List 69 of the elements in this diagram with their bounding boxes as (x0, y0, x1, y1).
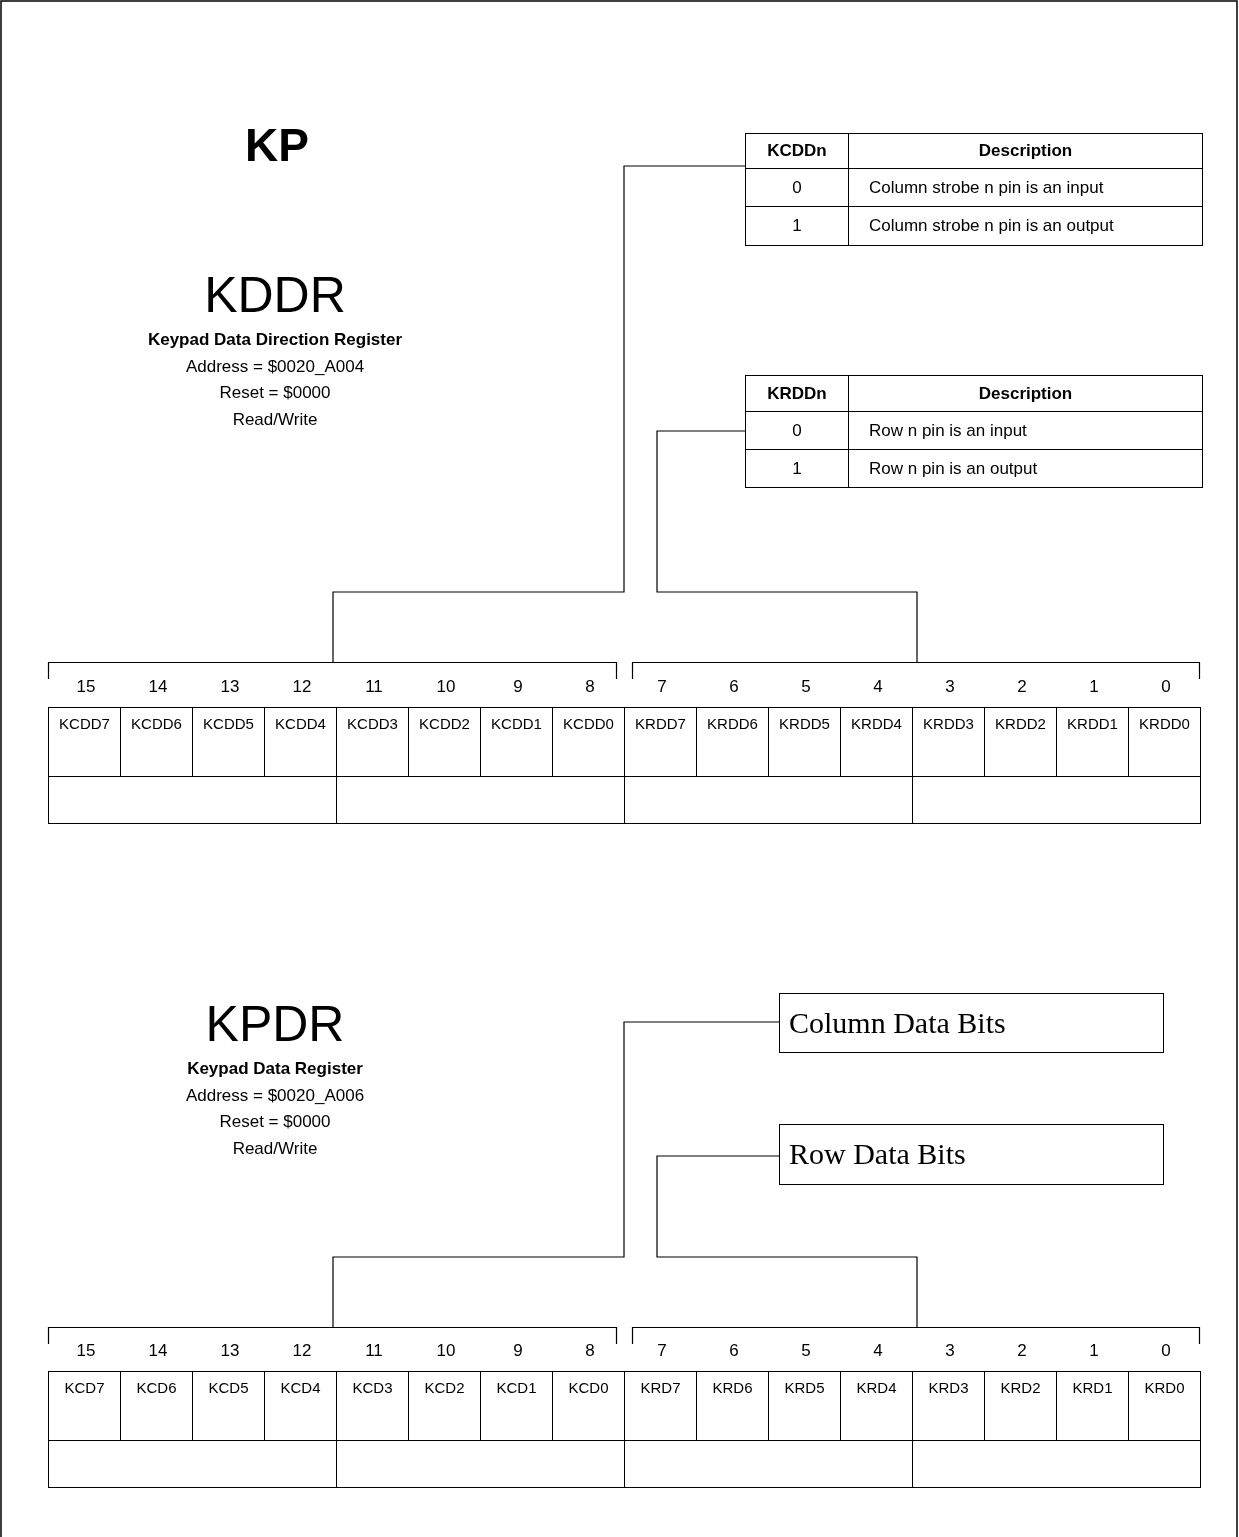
bit-number: 3 (945, 1341, 955, 1361)
callout-box (779, 1124, 1164, 1185)
bit-number: 3 (945, 677, 955, 697)
bit-number: 2 (1017, 677, 1027, 697)
bit-number: 1 (1089, 677, 1099, 697)
bit-number: 8 (585, 677, 595, 697)
bit-number: 0 (1161, 1341, 1171, 1361)
bit-number: 12 (292, 1341, 312, 1361)
register-description: Keypad Data Register (187, 1059, 363, 1079)
bit-number: 5 (801, 1341, 811, 1361)
reset-value: Reset = $0000 (219, 383, 331, 403)
bit-number: 9 (513, 1341, 523, 1361)
connector-line (656, 430, 918, 663)
register-address: Address = $0020_A006 (185, 1086, 365, 1106)
connector-line (332, 165, 746, 663)
page-title: KP (245, 118, 309, 172)
register-byte-group (48, 662, 625, 824)
callout-text: Column Data Bits (789, 1006, 1006, 1039)
callout-box (779, 993, 1164, 1053)
bit-number: 4 (873, 1341, 883, 1361)
register-byte-group (48, 1327, 625, 1489)
bit-number: 11 (365, 677, 383, 697)
bit-number: 10 (436, 677, 456, 697)
bit-number: 15 (76, 677, 96, 697)
column-header: Description (848, 133, 1203, 169)
bit-number: 7 (657, 1341, 667, 1361)
bit-number: 7 (657, 677, 667, 697)
value-description: Row n pin is an output (848, 449, 1203, 488)
value-description: Column strobe n pin is an output (848, 206, 1203, 246)
bit-number: 10 (436, 1341, 456, 1361)
callout-text: Row Data Bits (789, 1137, 966, 1170)
bit-field: KRD0 (1128, 1371, 1201, 1441)
access-type: Read/Write (232, 410, 318, 430)
access-type: Read/Write (232, 1139, 318, 1159)
connector-line (656, 1155, 918, 1328)
bit-field: KCDD7 (48, 707, 121, 777)
bit-number: 15 (76, 1341, 96, 1361)
bit-number: 6 (729, 677, 739, 697)
register-description: Keypad Data Direction Register (147, 330, 403, 350)
bit-number: 14 (148, 677, 168, 697)
bit-number: 2 (1017, 1341, 1027, 1361)
bit-number: 11 (365, 1341, 383, 1361)
bit-number: 8 (585, 1341, 595, 1361)
register-name: KDDR (204, 266, 346, 324)
column-header: Description (848, 375, 1203, 412)
bit-number: 4 (873, 677, 883, 697)
connector-line (332, 1021, 780, 1328)
bit-value: 1 (745, 206, 849, 246)
column-header: KCDDn (745, 133, 849, 169)
bit-description-table (745, 375, 1201, 487)
column-header: KRDDn (745, 375, 849, 412)
bit-value: 1 (745, 449, 849, 488)
bit-number: 0 (1161, 677, 1171, 697)
register-name: KPDR (205, 995, 345, 1053)
bit-number: 12 (292, 677, 312, 697)
reset-value: Reset = $0000 (219, 1112, 331, 1132)
bit-number: 13 (220, 677, 240, 697)
bit-field: KCD7 (48, 1371, 121, 1441)
bit-number: 6 (729, 1341, 739, 1361)
bit-number: 13 (220, 1341, 240, 1361)
bit-field: KRDD0 (1128, 707, 1201, 777)
register-byte-group (624, 1327, 1201, 1489)
register-address: Address = $0020_A004 (185, 357, 365, 377)
bit-description-table (745, 133, 1201, 245)
bit-number: 1 (1089, 1341, 1099, 1361)
bit-number: 5 (801, 677, 811, 697)
bit-number: 9 (513, 677, 523, 697)
register-byte-group (624, 662, 1201, 824)
bit-number: 14 (148, 1341, 168, 1361)
